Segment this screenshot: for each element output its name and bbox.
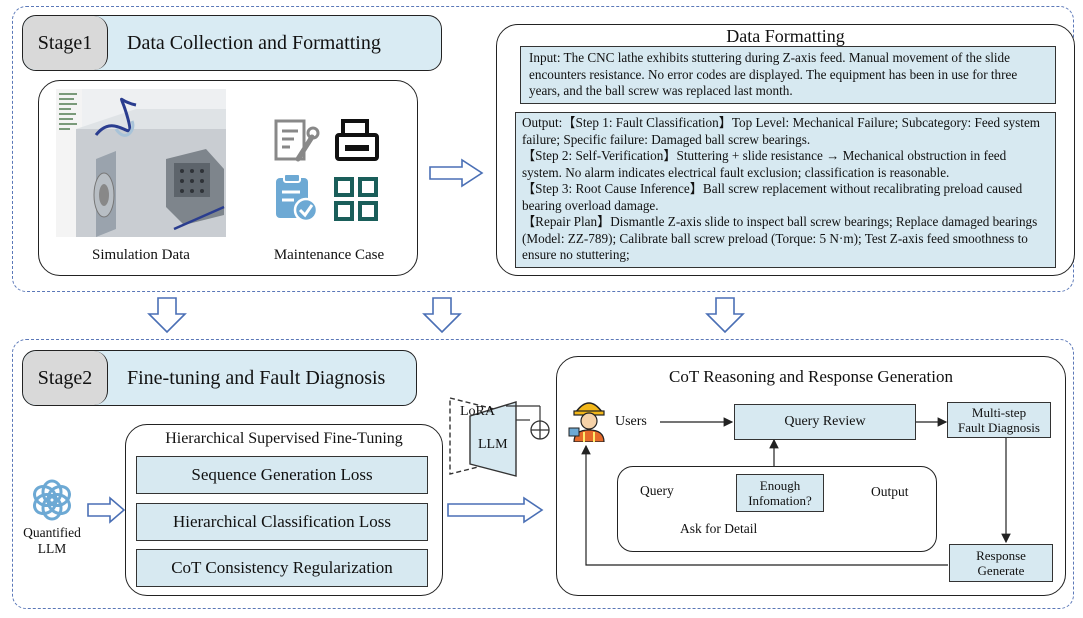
query-review-box: Query Review (734, 404, 916, 440)
output-repair-plan: 【Repair Plan】Dismantle Z-axis slide to i… (522, 214, 1038, 262)
output-label: Output (871, 484, 909, 499)
down-arrow-2 (422, 297, 462, 334)
llm-logo-icon (30, 478, 74, 522)
stage2-title: Fine-tuning and Fault Diagnosis (127, 366, 386, 389)
ask-detail-label: Ask for Detail (680, 521, 758, 536)
multistep-line1: Multi-step (971, 405, 1027, 420)
input-box: Input: The CNC lathe exhibits stuttering… (520, 46, 1056, 104)
loss-hierarchical-classification: Hierarchical Classification Loss (136, 503, 428, 541)
grid-icon (333, 176, 379, 222)
llm-label: LLM (478, 437, 508, 452)
enough-info-line2: Infomation? (748, 493, 812, 508)
lora-llm-diagram (449, 397, 550, 477)
arrow-to-formatting (429, 158, 484, 188)
output-step2: 【Step 2: Self-Verification】Stuttering + … (522, 148, 1007, 180)
down-arrow-1 (147, 297, 187, 334)
simulation-image (56, 89, 226, 237)
quantified-label: Quantified (23, 525, 81, 540)
input-text: Input: The CNC lathe exhibits stuttering… (529, 50, 1018, 98)
response-box: Response Generate (949, 544, 1053, 582)
enough-info-line1: Enough (759, 478, 801, 493)
output-step3: 【Step 3: Root Cause Inference】Ball screw… (522, 181, 1023, 213)
down-arrow-3 (705, 297, 745, 334)
loss-cot-consistency: CoT Consistency Regularization (136, 549, 428, 587)
lora-label: LoRA (460, 404, 495, 419)
simulation-caption: Simulation Data (92, 246, 190, 263)
hsft-title: Hierarchical Supervised Fine-Tuning (165, 430, 403, 447)
stage1-header: Stage1 Data Collection and Formatting (22, 15, 442, 71)
response-line1: Response (976, 548, 1026, 563)
stage2-label: Stage2 (23, 351, 108, 405)
output-step1: Output:【Step 1: Fault Classification】Top… (522, 115, 1041, 147)
multistep-line2: Fault Diagnosis (958, 420, 1040, 435)
stage2-region (12, 339, 1074, 609)
multistep-box: Multi-step Fault Diagnosis (947, 402, 1051, 438)
response-line2: Generate (977, 563, 1025, 578)
printer-icon (333, 117, 381, 165)
clipboard-check-icon (272, 172, 320, 223)
stage1-title: Data Collection and Formatting (127, 31, 381, 54)
llm-label-left: LLM (37, 541, 67, 556)
stage2-header: Stage2 Fine-tuning and Fault Diagnosis (22, 350, 417, 406)
loss-sequence-generation: Sequence Generation Loss (136, 456, 428, 494)
worker-icon (568, 396, 610, 443)
arrow-to-hsft (87, 496, 126, 524)
stage1-label: Stage1 (23, 16, 108, 70)
query-label: Query (640, 483, 674, 498)
document-wrench-icon (272, 117, 320, 165)
arrow-to-cot (447, 496, 544, 524)
enough-info-box: Enough Infomation? (736, 474, 824, 512)
maintenance-caption: Maintenance Case (273, 246, 385, 263)
cot-title: CoT Reasoning and Response Generation (669, 367, 953, 386)
output-box: Output:【Step 1: Fault Classification】Top… (515, 112, 1056, 268)
users-label: Users (615, 414, 647, 429)
data-formatting-title: Data Formatting (726, 25, 845, 46)
